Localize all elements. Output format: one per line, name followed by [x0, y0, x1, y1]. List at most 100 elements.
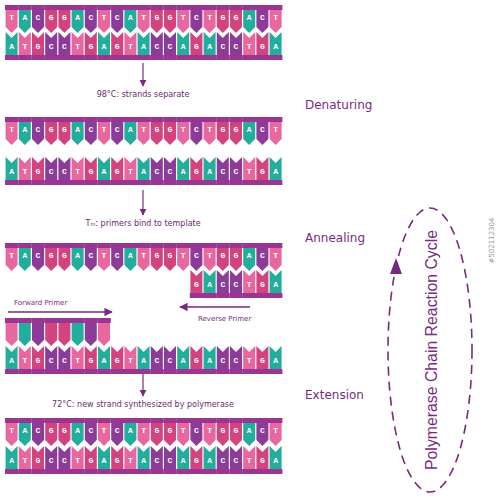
backbone	[58, 469, 71, 474]
backbone	[269, 55, 282, 60]
backbone	[163, 469, 176, 474]
backbone	[58, 418, 71, 423]
backbone	[111, 117, 124, 122]
backbone	[190, 293, 203, 298]
backbone	[216, 117, 229, 122]
backbone	[150, 55, 163, 60]
backbone	[203, 5, 216, 10]
backbone	[229, 243, 242, 248]
backbone	[45, 469, 58, 474]
backbone	[256, 5, 269, 10]
backbone	[45, 418, 58, 423]
backbone	[18, 469, 31, 474]
backbone	[190, 5, 203, 10]
backbone	[243, 293, 256, 298]
backbone	[45, 180, 58, 185]
backbone	[163, 117, 176, 122]
backbone	[111, 243, 124, 248]
backbone	[269, 243, 282, 248]
backbone	[137, 369, 150, 374]
backbone	[124, 117, 137, 122]
backbone	[58, 369, 71, 374]
cycle-arrowhead	[390, 258, 402, 274]
backbone	[45, 369, 58, 374]
forward-primer-arrow	[8, 311, 112, 312]
backbone	[203, 243, 216, 248]
backbone	[190, 369, 203, 374]
backbone	[229, 55, 242, 60]
backbone	[84, 180, 97, 185]
backbone	[71, 180, 84, 185]
backbone	[163, 55, 176, 60]
step-arrow	[142, 374, 143, 396]
step-arrow	[142, 63, 143, 86]
backbone	[269, 369, 282, 374]
backbone	[216, 418, 229, 423]
backbone	[84, 369, 97, 374]
nucleotide-base	[85, 323, 97, 346]
backbone	[31, 180, 44, 185]
backbone	[177, 418, 190, 423]
backbone	[18, 117, 31, 122]
backbone	[229, 117, 242, 122]
backbone	[203, 180, 216, 185]
backbone	[18, 318, 31, 323]
backbone	[97, 55, 110, 60]
base-sequence: TACGGACTCATGGTCTGGACT	[5, 251, 286, 261]
backbone	[31, 243, 44, 248]
backbone	[84, 469, 97, 474]
backbone	[18, 418, 31, 423]
backbone	[137, 180, 150, 185]
backbone	[31, 117, 44, 122]
backbone	[150, 180, 163, 185]
watermark: #502112304	[488, 217, 497, 263]
backbone	[150, 369, 163, 374]
backbone	[216, 293, 229, 298]
backbone	[229, 5, 242, 10]
backbone	[31, 469, 44, 474]
primer-label: Forward Primer	[14, 299, 67, 308]
backbone	[243, 369, 256, 374]
backbone	[177, 5, 190, 10]
backbone	[177, 469, 190, 474]
backbone	[150, 418, 163, 423]
backbone	[5, 55, 18, 60]
backbone	[216, 469, 229, 474]
backbone	[84, 243, 97, 248]
backbone	[216, 5, 229, 10]
backbone	[5, 369, 18, 374]
backbone	[5, 243, 18, 248]
backbone	[97, 243, 110, 248]
backbone	[163, 418, 176, 423]
backbone	[18, 243, 31, 248]
backbone	[45, 5, 58, 10]
backbone	[243, 469, 256, 474]
backbone	[5, 180, 18, 185]
backbone	[45, 55, 58, 60]
backbone	[18, 180, 31, 185]
backbone	[269, 418, 282, 423]
backbone	[256, 180, 269, 185]
backbone	[84, 55, 97, 60]
cycle-ellipse	[388, 208, 472, 492]
backbone	[137, 117, 150, 122]
backbone	[243, 418, 256, 423]
backbone	[84, 117, 97, 122]
backbone	[137, 55, 150, 60]
backbone	[150, 117, 163, 122]
backbone	[269, 5, 282, 10]
backbone	[31, 5, 44, 10]
backbone	[216, 180, 229, 185]
nucleotide-base	[32, 323, 44, 346]
backbone	[5, 117, 18, 122]
backbone	[71, 5, 84, 10]
backbone	[243, 5, 256, 10]
backbone	[163, 5, 176, 10]
base-sequence: GACCTGA	[190, 280, 287, 290]
backbone	[203, 469, 216, 474]
nucleotide-base	[98, 323, 110, 346]
backbone	[256, 55, 269, 60]
backbone	[84, 5, 97, 10]
backbone	[229, 469, 242, 474]
backbone	[150, 5, 163, 10]
